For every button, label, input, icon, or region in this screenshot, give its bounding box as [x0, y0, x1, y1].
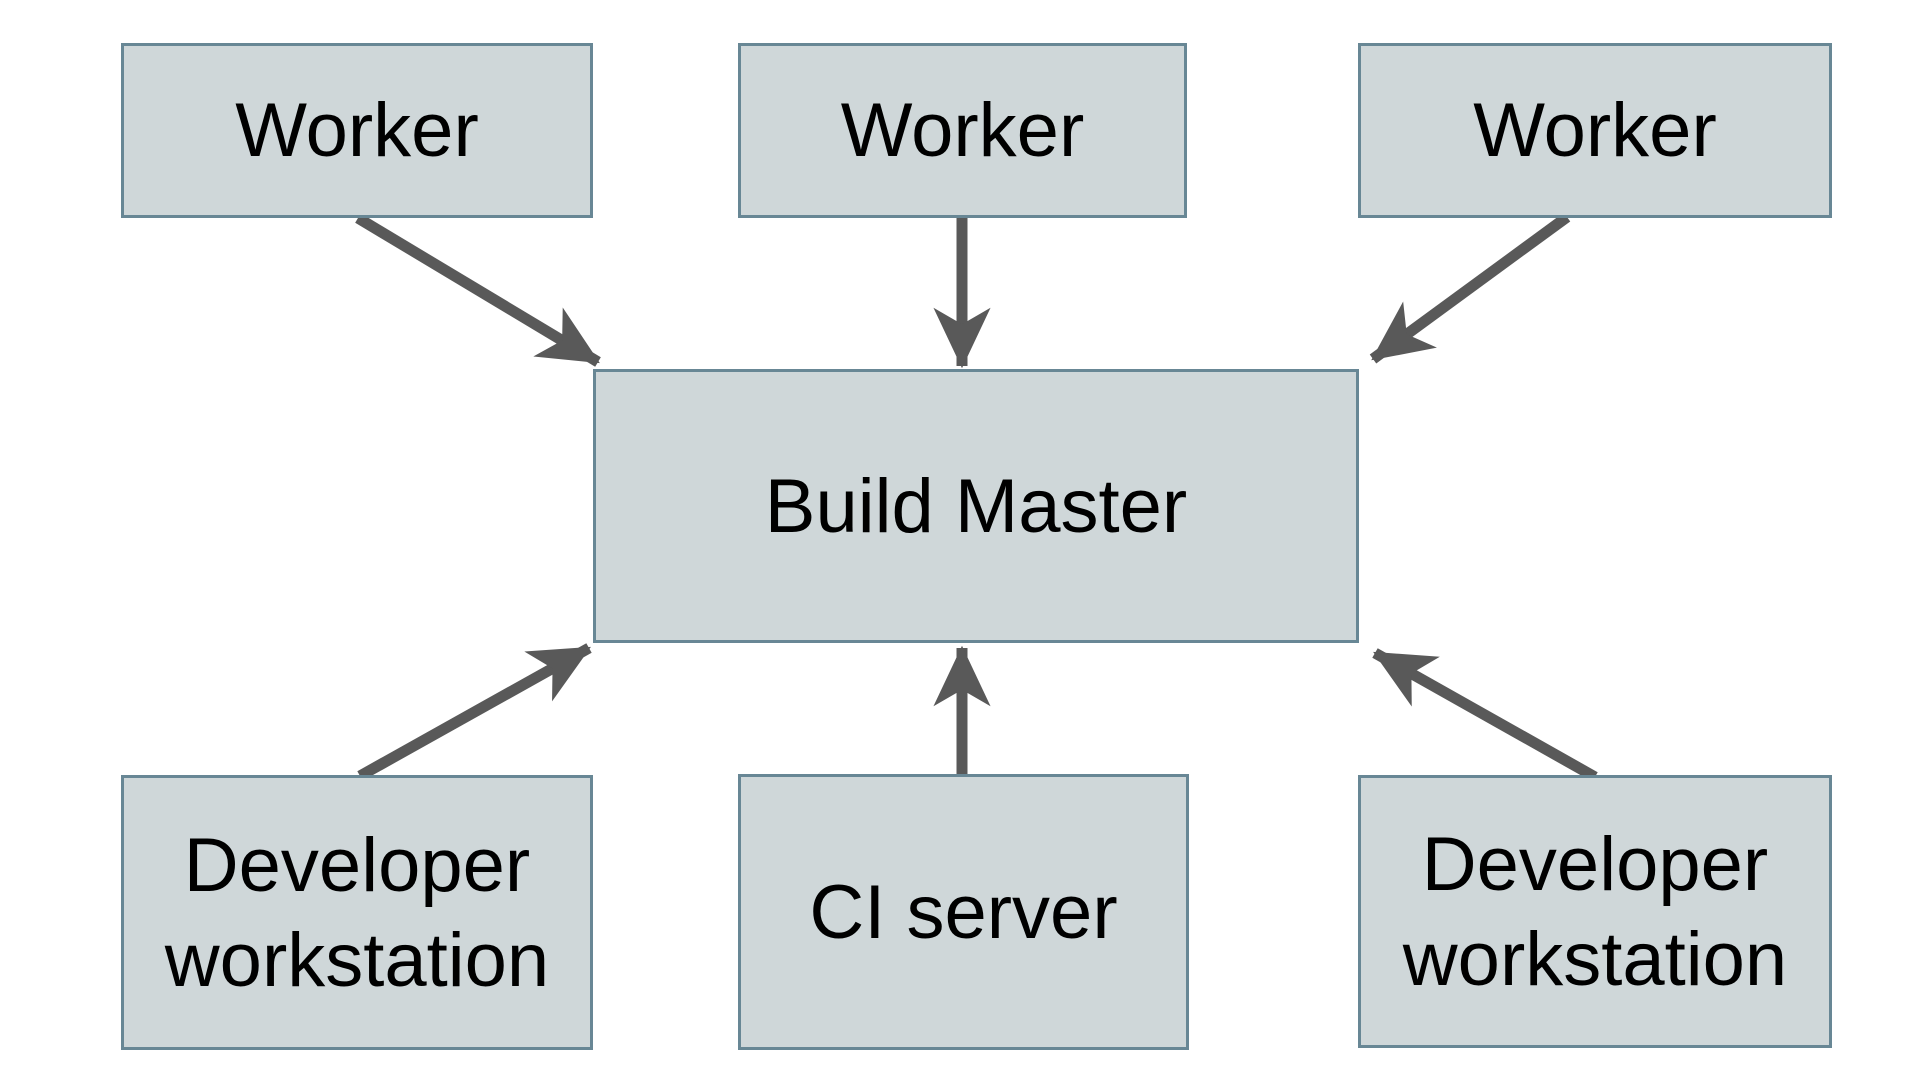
node-build-master: Build Master [593, 369, 1359, 643]
node-label: CI server [809, 869, 1118, 955]
node-ci-server: CI server [738, 774, 1189, 1050]
node-label: Worker [235, 88, 479, 173]
node-worker-left: Worker [121, 43, 593, 218]
node-worker-right: Worker [1358, 43, 1832, 218]
arrow-worker-right-to-build-master [1369, 212, 1571, 364]
node-developer-workstation-right: Developer workstation [1358, 775, 1832, 1048]
arrow-worker-left-to-build-master [355, 213, 601, 367]
node-label: Worker [840, 88, 1085, 173]
arrow-dev-right-to-build-master [1372, 648, 1598, 782]
node-worker-center: Worker [738, 43, 1187, 218]
node-label: Developer workstation [164, 822, 550, 1003]
node-developer-workstation-left: Developer workstation [121, 775, 593, 1050]
node-label: Developer workstation [1402, 821, 1788, 1002]
node-label: Build Master [764, 463, 1188, 549]
node-label: Worker [1473, 88, 1717, 173]
arrow-dev-left-to-build-master [357, 643, 592, 781]
